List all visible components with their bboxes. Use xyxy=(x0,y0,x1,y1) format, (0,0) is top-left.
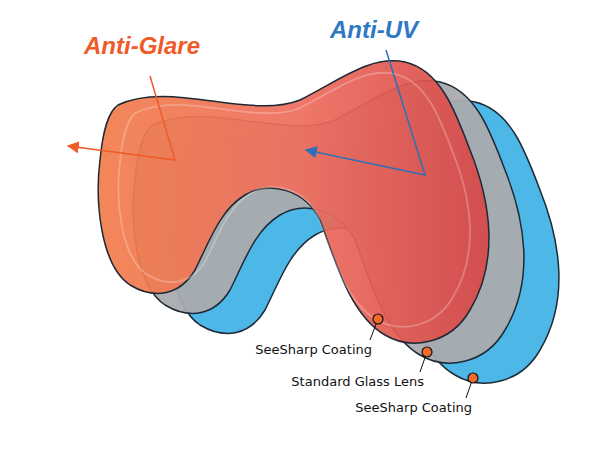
callout-dot xyxy=(373,314,383,324)
callout-dot xyxy=(422,347,432,357)
anti-uv-arrow xyxy=(306,50,425,175)
lens-highlight xyxy=(118,73,470,327)
layer-label: Standard Glass Lens xyxy=(291,375,424,390)
front-coating-layer xyxy=(98,61,489,343)
layer-label: SeeSharp Coating xyxy=(355,401,472,416)
anti-glare-arrow xyxy=(68,76,175,160)
callout-dot xyxy=(468,373,478,383)
layer-label: SeeSharp Coating xyxy=(255,343,372,358)
effect-label: Anti-UV xyxy=(330,16,418,44)
effect-label: Anti-Glare xyxy=(84,32,200,60)
